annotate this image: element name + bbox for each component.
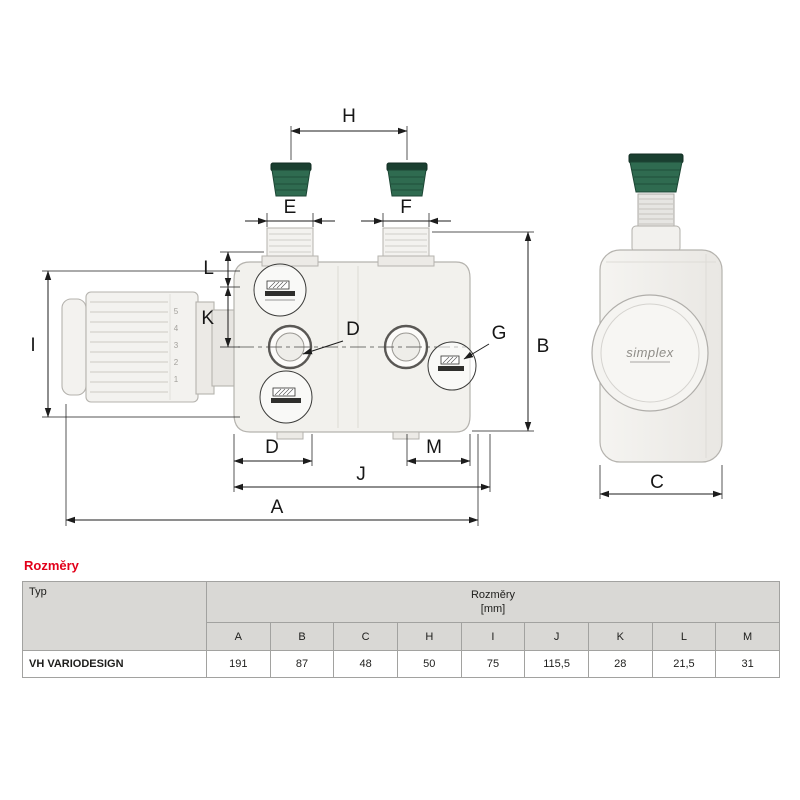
dim-l-k: L K xyxy=(201,251,264,348)
brand-text: simplex xyxy=(626,345,674,360)
table-letters-row: A B C H I J K L M xyxy=(23,622,780,651)
valve-end-view: simplex C xyxy=(591,153,723,499)
technical-drawing: 5 4 3 2 1 xyxy=(30,106,723,526)
dim-f: F xyxy=(361,197,451,227)
col-header-letter: H xyxy=(396,622,462,651)
dim-label-j: J xyxy=(356,464,366,485)
dim-m: M xyxy=(406,434,471,466)
dim-label-d-center: D xyxy=(346,319,360,340)
dim-a: A xyxy=(65,404,479,526)
detail-circle-top xyxy=(253,263,307,317)
dim-label-e: E xyxy=(284,197,297,218)
dim-g-callout: G xyxy=(463,323,507,360)
end-cap: simplex xyxy=(591,294,709,412)
valve-side-view: 5 4 3 2 1 xyxy=(30,106,549,526)
thermostatic-head: 5 4 3 2 1 xyxy=(61,291,237,403)
col-header-letter: J xyxy=(524,622,589,651)
value-cell: 87 xyxy=(269,650,335,678)
value-cell: 75 xyxy=(460,650,526,678)
col-header-typ: Typ xyxy=(22,581,207,651)
value-cell: 115,5 xyxy=(524,650,589,678)
dim-e: E xyxy=(245,197,335,227)
product-name-cell: VH VARIODESIGN xyxy=(22,650,207,678)
threaded-stub xyxy=(637,193,675,229)
section-title: Rozměry xyxy=(24,558,79,573)
dimensions-section: Rozměry Typ Rozměry [mm] A B C H I J K xyxy=(22,558,780,678)
group-header-unit: [mm] xyxy=(480,603,506,615)
dim-h: H xyxy=(290,106,408,160)
tailpiece-top xyxy=(628,153,684,193)
valve-port-left xyxy=(261,227,319,267)
table-group-header-row: Typ Rozměry [mm] xyxy=(22,581,780,651)
head-grip-ridges xyxy=(90,301,168,393)
col-header-letter: M xyxy=(715,622,780,651)
bottom-plug-right xyxy=(392,431,420,440)
detail-circle-bottom xyxy=(259,370,313,424)
value-cell: 28 xyxy=(587,650,653,678)
dim-label-f: F xyxy=(400,197,412,218)
valve-dimension-drawing: 5 4 3 2 1 xyxy=(30,106,723,526)
col-header-letter: L xyxy=(651,622,717,651)
dim-label-c: C xyxy=(650,472,664,493)
dim-i: I xyxy=(30,270,240,418)
detail-circle-right xyxy=(427,341,477,391)
table-row: VH VARIODESIGN 191 87 48 50 75 115,5 28 … xyxy=(22,650,780,678)
dim-c: C xyxy=(599,465,723,499)
dim-label-h: H xyxy=(342,106,356,127)
head-collar-inner xyxy=(211,309,237,387)
dim-label-b: B xyxy=(537,336,550,357)
value-cell: 48 xyxy=(333,650,398,678)
dim-b: B xyxy=(432,231,550,432)
dim-j: J xyxy=(233,434,491,492)
col-header-letter: C xyxy=(333,622,398,651)
col-header-letter: B xyxy=(269,622,335,651)
stub-collar xyxy=(631,225,681,253)
value-cell: 31 xyxy=(715,650,780,678)
dim-label-m: M xyxy=(426,437,442,458)
col-header-letter: A xyxy=(206,622,271,651)
head-scale-digit: 2 xyxy=(174,358,179,367)
col-header-letter: I xyxy=(460,622,526,651)
value-cell: 21,5 xyxy=(651,650,717,678)
head-scale-digit: 1 xyxy=(174,375,179,384)
bottom-plug-left xyxy=(276,431,304,440)
value-cell: 191 xyxy=(206,650,271,678)
head-scale-digit: 5 xyxy=(174,307,179,316)
dim-label-a: A xyxy=(271,497,284,518)
group-header-label: Rozměry xyxy=(470,589,515,601)
tailpiece-right xyxy=(386,162,428,197)
col-header-group: Rozměry [mm] xyxy=(206,581,780,623)
dim-label-i: I xyxy=(30,335,35,356)
dim-label-g: G xyxy=(492,323,507,344)
dim-label-d-bottom: D xyxy=(265,437,279,458)
dim-label-k: K xyxy=(201,308,214,329)
value-cell: 50 xyxy=(396,650,462,678)
dim-d-bottom: D xyxy=(233,434,313,492)
dimensions-table: Typ Rozměry [mm] A B C H I J K L M VH VA… xyxy=(22,581,780,678)
col-header-letter: K xyxy=(587,622,653,651)
dim-d-callout: D xyxy=(302,319,360,355)
dim-label-l: L xyxy=(203,258,214,279)
valve-port-right xyxy=(377,227,435,267)
head-scale-digit: 4 xyxy=(174,324,179,333)
head-scale-numbers: 5 4 3 2 1 xyxy=(174,307,179,384)
tailpiece-left xyxy=(270,162,312,197)
head-scale-digit: 3 xyxy=(174,341,179,350)
